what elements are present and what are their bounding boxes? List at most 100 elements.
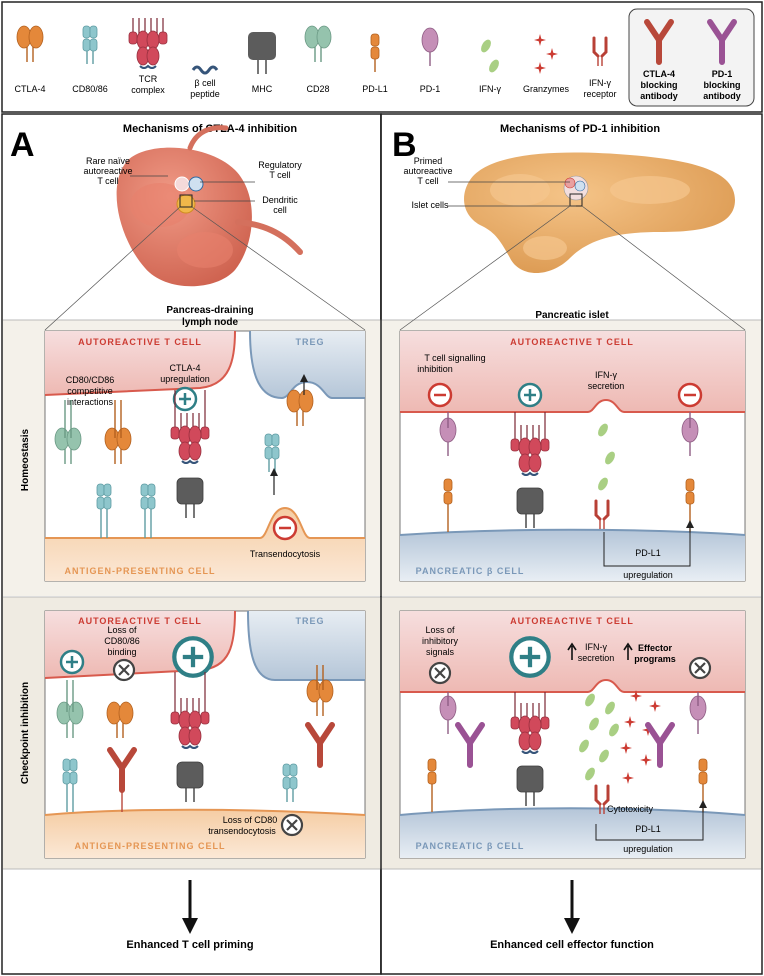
upregulation-arrow [595,802,704,841]
cross-icon [428,661,452,685]
callout-treg: T cell [269,170,290,180]
beta-cell-peptide-icon [191,65,219,75]
label-ifn-secretion: secretion [578,653,615,663]
callout-dc: Dendritic [262,195,298,205]
label-loss-signals: inhibitory [422,636,459,646]
plus-icon [172,386,198,412]
legend-label: PD-1 [420,84,441,94]
organ-label: Pancreas-draining [166,305,253,316]
label-pdl1-up: PD-L1 [635,548,661,558]
legend-label: CTLA-4 [643,69,675,79]
panel-b-letter: B [392,126,417,164]
cell-label-treg: TREG [295,337,324,347]
outcome-b: Enhanced cell effector function [490,939,654,951]
label-competitive: competitive [67,386,113,396]
label-loss-binding: binding [107,647,136,657]
label-pdl1-up: PD-L1 [635,824,661,834]
label-loss-signals: Loss of [425,625,455,635]
large-plus-icon [174,638,211,675]
cell-label-tcell: AUTOREACTIVE T CELL [510,337,634,347]
legend-label: PD-L1 [362,84,388,94]
cross-icon [112,658,136,682]
label-loss-binding: CD80/86 [104,636,140,646]
callout-naive: autoreactive [83,166,132,176]
callout-treg: Regulatory [258,160,302,170]
label-competitive: CD80/CD86 [66,375,115,385]
label-transendocytosis: Transendocytosis [250,549,321,559]
callout-primed: T cell [417,176,438,186]
panel-a-letter: A [10,126,35,164]
callout-naive: T cell [97,176,118,186]
label-cytotoxicity: Cytotoxicity [607,804,654,814]
legend-label: β cell [194,78,215,88]
organ-label: Pancreatic islet [535,310,609,321]
legend-label: CTLA-4 [14,84,45,94]
arrow-up-icon [567,642,577,660]
label-ifn-secretion: IFN-γ [585,642,607,652]
legend-label: CD80/86 [72,84,108,94]
organ-label: lymph node [182,317,239,328]
label-loss-trans: Loss of CD80 [223,815,278,825]
outcome-a: Enhanced T cell priming [126,939,253,951]
label-pdl1-up: upregulation [623,844,673,854]
cell-label-apc: ANTIGEN-PRESENTING CELL [64,566,215,576]
mhc-icon [248,32,276,74]
legend-label: blocking [640,80,677,90]
label-upregulation: CTLA-4 [169,363,200,373]
legend: CTLA-4 CD80/86 TCR complex β cell peptid… [14,8,755,107]
callout-primed: autoreactive [403,166,452,176]
label-effector: Effector [638,643,673,653]
arrow-down-icon [182,918,198,934]
cell-label-tcell: AUTOREACTIVE T CELL [78,616,202,626]
legend-label: PD-1 [712,69,733,79]
cell-label-treg: TREG [295,616,324,626]
callout-dc: cell [273,205,287,215]
label-competitive: interactions [67,397,114,407]
legend-label: IFN-γ [479,84,501,94]
upregulation-arrow [603,522,691,567]
minus-icon [677,382,703,408]
cross-icon [280,813,304,837]
legend-label: Granzymes [523,84,570,94]
callout-primed: Primed [414,156,443,166]
label-loss-trans: transendocytosis [208,826,276,836]
label-ifn-secretion: secretion [588,381,625,391]
legend-label: MHC [252,84,273,94]
minus-icon [272,515,298,541]
legend-label: CD28 [306,84,329,94]
cell-label-apc: ANTIGEN-PRESENTING CELL [74,841,225,851]
legend-label: TCR [139,74,158,84]
legend-label: complex [131,85,165,95]
arrow-down-icon [564,918,580,934]
callout-islet: Islet cells [411,200,449,210]
pancreas [464,152,735,273]
cell-label-tcell: AUTOREACTIVE T CELL [78,337,202,347]
row-label-homeostasis: Homeostasis [20,428,31,491]
label-loss-signals: signals [426,647,455,657]
cell-label-beta: PANCREATIC β CELL [416,841,525,851]
legend-label: peptide [190,89,220,99]
callout-naive: Rare naïve [86,156,130,166]
label-pdl1-up: upregulation [623,570,673,580]
label-loss-binding: Loss of [107,625,137,635]
cell-label-beta: PANCREATIC β CELL [416,566,525,576]
row-label-checkpoint: Checkpoint inhibition [20,682,31,784]
label-signalling: inhibition [417,364,453,374]
legend-label: antibody [640,91,678,101]
plus-icon [517,382,543,408]
label-signalling: T cell signalling [424,353,485,363]
legend-label: receptor [583,89,616,99]
large-plus-icon [511,638,548,675]
minus-icon [427,382,453,408]
panel-b-homeostasis [399,330,746,582]
legend-label: blocking [703,80,740,90]
plus-icon [59,649,85,675]
cell-label-tcell: AUTOREACTIVE T CELL [510,616,634,626]
panel-b-title: Mechanisms of PD-1 inhibition [500,123,660,135]
cross-icon [688,656,712,680]
label-ifn-secretion: IFN-γ [595,370,617,380]
panel-a-homeostasis [44,330,366,582]
legend-label: IFN-γ [589,78,611,88]
arrow-up-icon [623,642,633,660]
